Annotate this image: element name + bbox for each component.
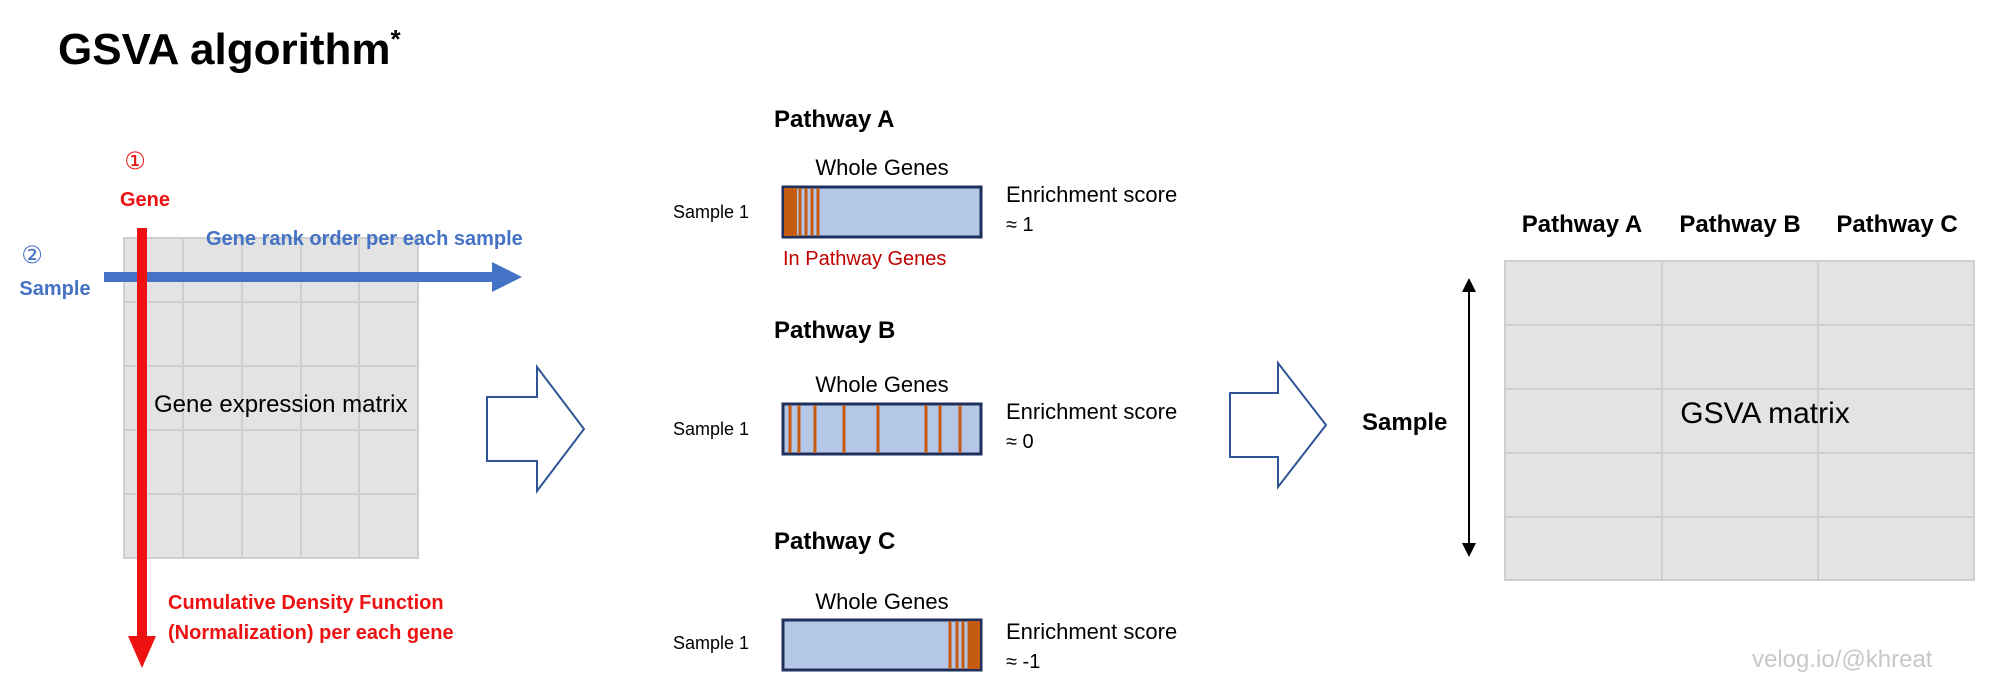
pathway-b-score-value: ≈ 0 (1006, 431, 1034, 453)
watermark: velog.io/@khreat (1752, 646, 1933, 673)
cdf-label-line2: (Normalization) per each gene (168, 622, 454, 644)
pathway-a-score-value: ≈ 1 (1006, 214, 1034, 236)
gsva-matrix-background (1504, 260, 1975, 581)
step1-number: ① (124, 148, 146, 175)
flow-arrow-1 (486, 364, 586, 494)
page-title: GSVA algorithm* (58, 25, 401, 74)
pathway-b-bar (781, 402, 983, 456)
gene-matrix-label: Gene expression matrix (154, 391, 408, 418)
title-text: GSVA algorithm (58, 25, 391, 74)
flow-arrow-2 (1229, 360, 1328, 490)
gsva-row-axis-label: Sample (1362, 409, 1448, 436)
cdf-label-line1: Cumulative Density Function (168, 592, 444, 614)
gene-axis-label: Gene (119, 189, 171, 211)
pathway-c-sample-label: Sample 1 (673, 633, 750, 653)
pathway-c-score-label: Enrichment score (1006, 619, 1178, 644)
pathway-a-bar (781, 185, 983, 239)
gsva-column-pathway-c: Pathway C (1836, 211, 1958, 238)
in-pathway-genes-label: In Pathway Genes (783, 248, 947, 270)
title-footnote-mark: * (390, 24, 401, 54)
gsva-matrix-grid (1504, 260, 1975, 581)
sample-axis-double-arrow (1462, 278, 1476, 557)
gsva-column-pathway-b: Pathway B (1679, 211, 1801, 238)
gene-expression-matrix-grid (123, 237, 419, 559)
sample-rank-arrow (104, 262, 522, 292)
pathway-c-bar-title: Whole Genes (815, 589, 949, 614)
pathway-b-title: Pathway B (774, 317, 896, 344)
gene-matrix-background (123, 237, 419, 559)
pathway-b-score-label: Enrichment score (1006, 399, 1178, 424)
pathway-a-sample-label: Sample 1 (673, 202, 750, 222)
gene-cdf-arrow (128, 228, 156, 668)
rank-order-label: Gene rank order per each sample (206, 228, 523, 250)
pathway-a-score-label: Enrichment score (1006, 182, 1178, 207)
pathway-a-bar-title: Whole Genes (815, 155, 949, 180)
pathway-c-bar (781, 618, 983, 672)
pathway-b-bar-title: Whole Genes (815, 372, 949, 397)
pathway-c-title: Pathway C (774, 528, 896, 555)
step2-number: ② (21, 242, 43, 269)
pathway-a-title: Pathway A (774, 106, 895, 133)
sample-axis-label: Sample (19, 278, 91, 300)
pathway-c-score-value: ≈ -1 (1006, 651, 1041, 673)
pathway-b-sample-label: Sample 1 (673, 419, 750, 439)
gsva-matrix-label: GSVA matrix (1680, 397, 1850, 430)
gsva-column-pathway-a: Pathway A (1521, 211, 1643, 238)
